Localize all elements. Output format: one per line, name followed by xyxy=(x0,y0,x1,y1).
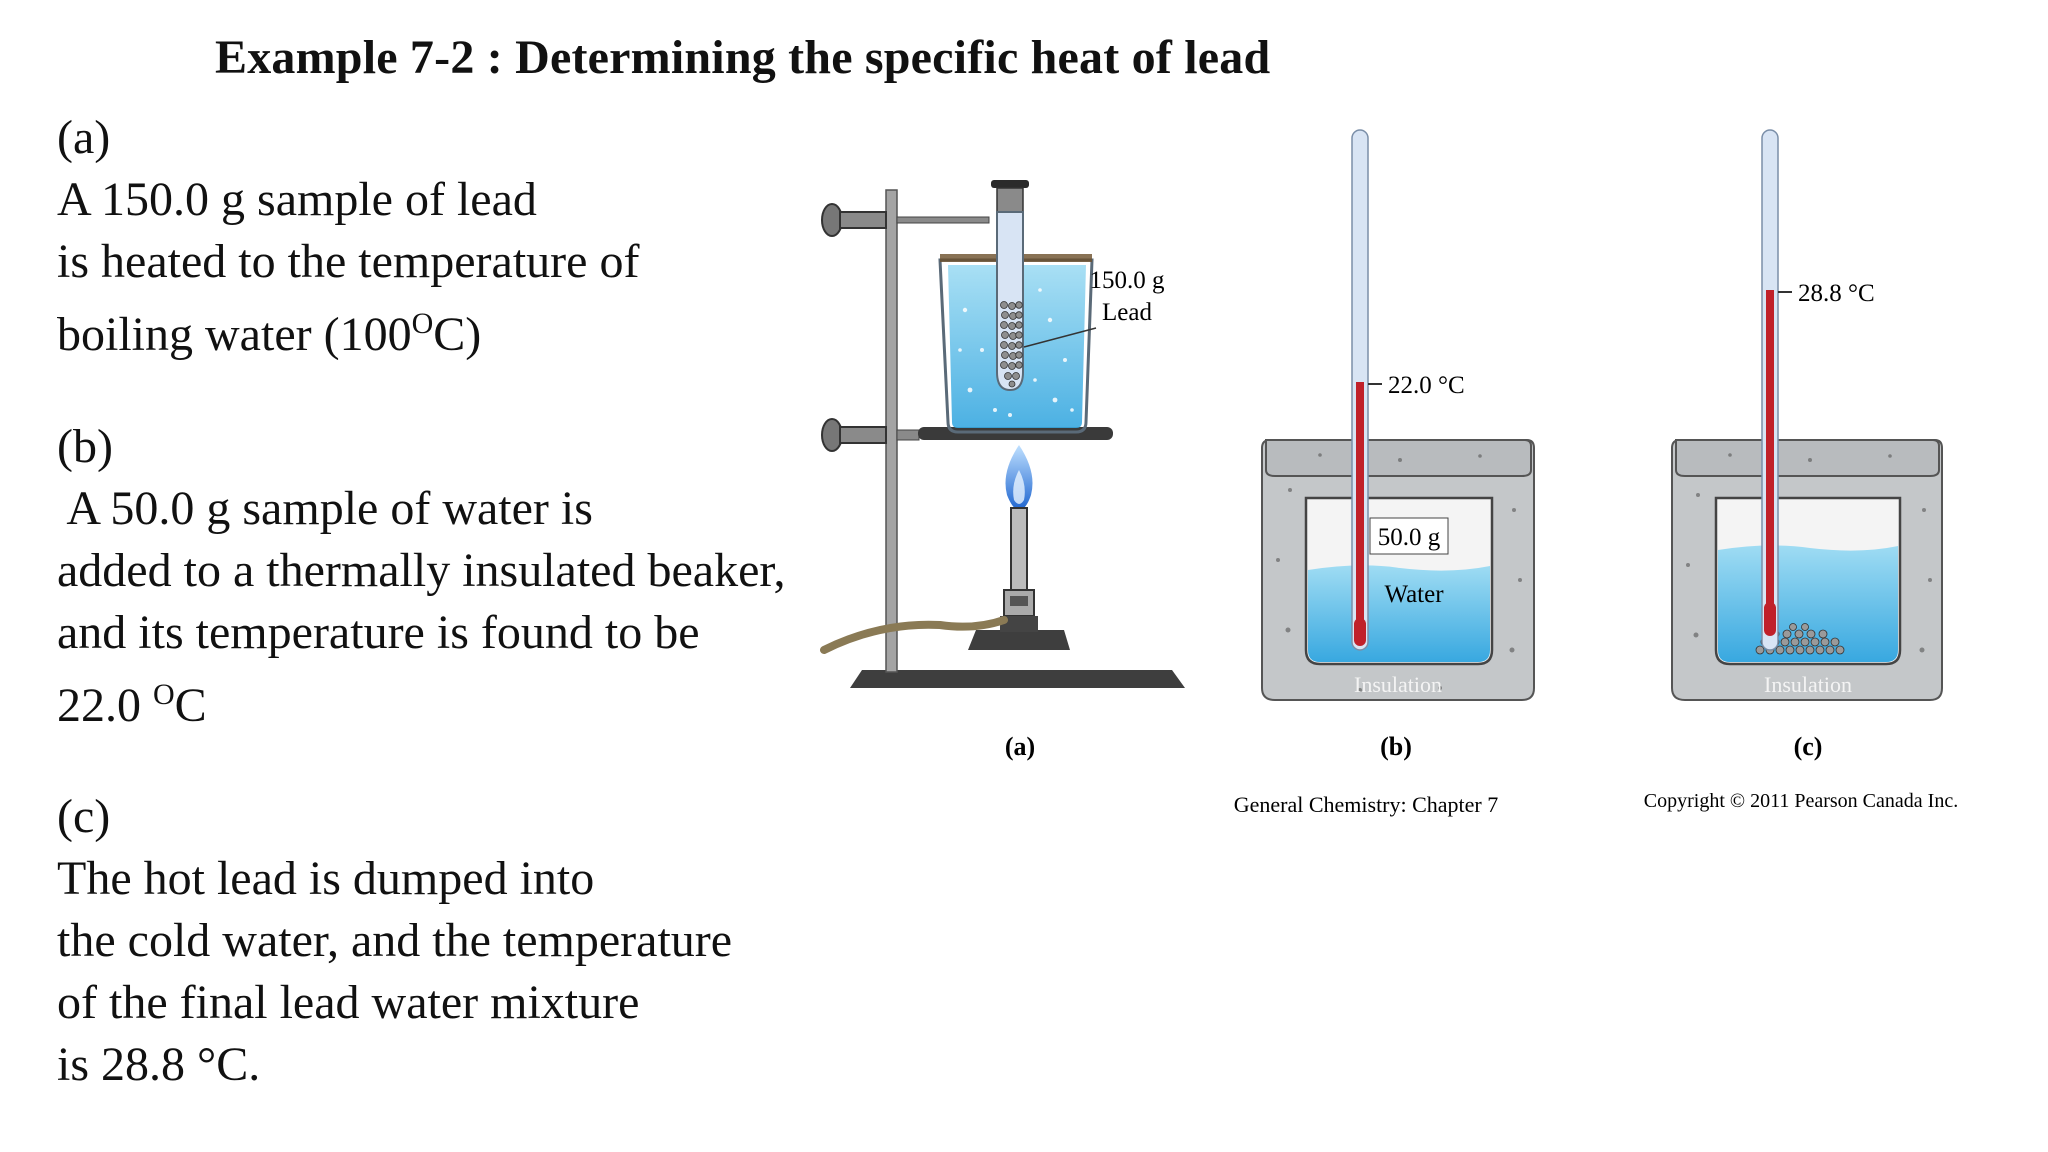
panel-b: Insulation 22.0 °C 50.0 g Water (b) Gene… xyxy=(1234,129,1535,817)
paragraph-a: (a) A 150.0 g sample of lead is heated t… xyxy=(57,107,640,361)
water-b xyxy=(1308,565,1490,662)
paragraph-b: (b) A 50.0 g sample of water is added to… xyxy=(57,416,786,732)
panel-b-caption: (b) xyxy=(1380,732,1412,761)
paragraph-b-line-3: and its temperature is found to be xyxy=(57,606,700,659)
bunsen-burner xyxy=(968,507,1070,650)
paragraph-a-label: (a) xyxy=(57,111,111,164)
paragraph-a-line-3: boiling water (100OC) xyxy=(57,293,639,361)
temp-label-b: 22.0 °C xyxy=(1388,372,1465,399)
degree-superscript: O xyxy=(153,678,175,711)
lead-mass-label: 150.0 g xyxy=(1090,267,1166,294)
panel-c: 28.8 °C Insulation (c) Copyright © 2011 … xyxy=(1644,129,1958,812)
paragraph-c-line-1: The hot lead is dumped into xyxy=(57,852,595,905)
thermometer-c xyxy=(1761,129,1779,651)
insulation-label-c: Insulation xyxy=(1764,672,1852,697)
thermometer-b xyxy=(1351,129,1369,651)
lower-clamp xyxy=(821,418,920,452)
paragraph-b-label: (b) xyxy=(57,420,113,473)
lead-leader-line xyxy=(1023,327,1097,348)
upper-clamp xyxy=(821,203,990,237)
experiment-figure: 150.0 g Lead (a) Insulati xyxy=(800,110,2000,835)
paragraph-b-line-4: 22.0 OC xyxy=(57,664,785,732)
paragraph-c-label: (c) xyxy=(57,790,111,843)
gas-hose xyxy=(820,616,1008,654)
paragraph-b-line-4-unit: C xyxy=(174,679,207,732)
lead-shot-c xyxy=(1755,623,1845,655)
paragraph-c-line-3: of the final lead water mixture xyxy=(57,976,640,1029)
panel-c-caption: (c) xyxy=(1794,732,1823,761)
experiment-illustration: 150.0 g Lead (a) Insulati xyxy=(820,129,1958,817)
test-tube xyxy=(991,180,1029,392)
paragraph-a-line-1: A 150.0 g sample of lead xyxy=(57,173,537,226)
slide-title: Example 7-2 : Determining the specific h… xyxy=(215,31,1271,84)
paragraph-a-line-2: is heated to the temperature of xyxy=(57,235,640,288)
paragraph-b-line-2: added to a thermally insulated beaker, xyxy=(57,544,786,597)
paragraph-b-line-1: A 50.0 g sample of water is xyxy=(57,482,593,535)
insulation-lid xyxy=(1675,439,1940,477)
insulation-label-b: Insulation xyxy=(1354,672,1442,697)
temp-label-c: 28.8 °C xyxy=(1798,280,1875,307)
water-mass-label: 50.0 g xyxy=(1378,524,1441,551)
lead-label: Lead xyxy=(1102,299,1152,326)
paragraph-a-line-3-unit: C) xyxy=(433,308,482,361)
panel-a: 150.0 g Lead (a) xyxy=(820,180,1185,761)
paragraph-c-line-2: the cold water, and the temperature xyxy=(57,914,733,967)
mass-label-box xyxy=(1369,517,1449,555)
insulation-lid xyxy=(1265,439,1532,477)
panel-a-caption: (a) xyxy=(1005,732,1035,761)
lead-shot xyxy=(1000,301,1023,388)
stand-rod xyxy=(885,189,898,673)
paragraph-b-line-4-text: 22.0 xyxy=(57,679,153,732)
stand-base xyxy=(850,670,1185,688)
paragraph-a-line-3-text: boiling water (100 xyxy=(57,308,412,361)
paragraph-c: (c) The hot lead is dumped into the cold… xyxy=(57,786,732,1096)
source-caption: General Chemistry: Chapter 7 xyxy=(1234,792,1499,817)
paragraph-c-line-4: is 28.8 °C. xyxy=(57,1038,261,1091)
degree-superscript: O xyxy=(411,307,434,340)
copyright-caption: Copyright © 2011 Pearson Canada Inc. xyxy=(1644,790,1958,812)
water-label: Water xyxy=(1384,581,1444,608)
